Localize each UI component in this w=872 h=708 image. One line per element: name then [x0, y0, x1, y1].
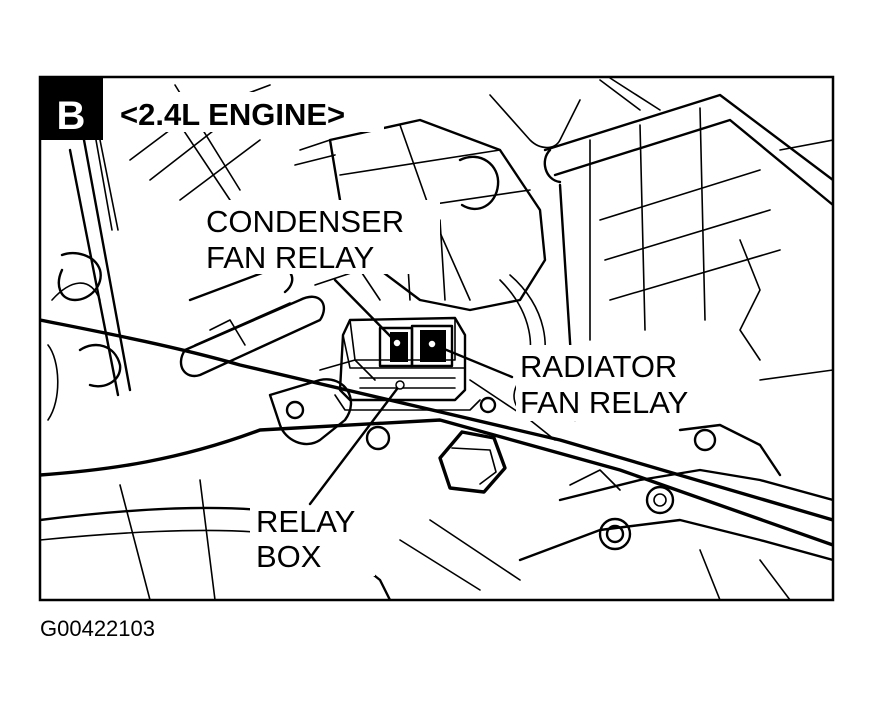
relaybox-leader — [308, 383, 402, 506]
relay-box-label-line1: RELAY — [256, 504, 355, 539]
relay-box-label-line2: BOX — [256, 539, 322, 574]
condenser-leader — [333, 278, 398, 344]
radiator-fan-relay-label-line1: RADIATOR — [520, 349, 677, 384]
radiator-fan-relay-label-line2: FAN RELAY — [520, 385, 688, 420]
figure-id: G00422103 — [40, 616, 155, 641]
section-badge-letter: B — [57, 94, 86, 138]
section-badge — [40, 77, 103, 140]
condenser-fan-relay-label-line1: CONDENSER — [206, 204, 404, 239]
engine-title: <2.4L ENGINE> — [120, 97, 345, 132]
radiator-leader — [430, 342, 514, 379]
condenser-fan-relay-label-line2: FAN RELAY — [206, 240, 374, 275]
